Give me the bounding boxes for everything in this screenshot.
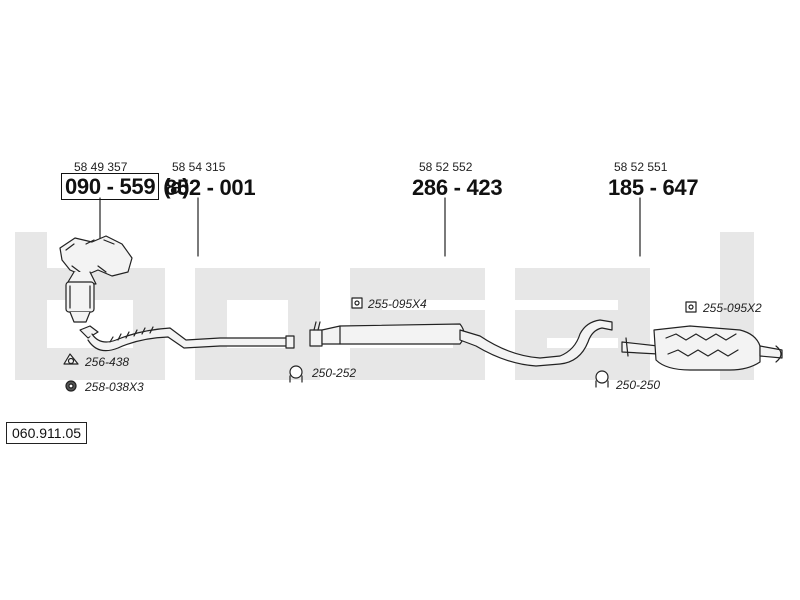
part-number-boxed: 090 - 559 xyxy=(61,173,160,200)
part-number: 090 - 559(a) xyxy=(61,173,190,200)
oem-number: 58 54 315 xyxy=(172,160,226,174)
catalog-reference: 060.911.05 xyxy=(6,422,88,444)
gasket-icon xyxy=(63,353,79,365)
accessory-label: 256-438 xyxy=(85,355,130,369)
rubber-mount-icon xyxy=(685,301,697,313)
part-suffix: (a) xyxy=(163,174,190,199)
part-number: 852 - 001 xyxy=(165,175,256,200)
nut-icon xyxy=(65,380,77,392)
accessory-label: 255-095X4 xyxy=(368,297,427,311)
manifold-catalyst-part xyxy=(59,235,133,323)
front-pipe-part xyxy=(79,325,295,352)
part-number: 185 - 647 xyxy=(608,175,699,200)
clamp-icon xyxy=(595,370,609,388)
accessory-label: 250-252 xyxy=(312,366,357,380)
center-silencer-part xyxy=(309,319,613,367)
oem-number: 58 49 357 xyxy=(74,160,128,174)
accessory-label: 255-095X2 xyxy=(703,301,762,315)
oem-number: 58 52 551 xyxy=(614,160,668,174)
accessory-label: 250-250 xyxy=(616,378,661,392)
clamp-icon xyxy=(289,365,303,383)
rubber-mount-icon xyxy=(351,297,363,309)
rear-silencer-part xyxy=(621,325,783,371)
part-number: 286 - 423 xyxy=(412,175,503,200)
accessory-label: 258-038X3 xyxy=(85,380,144,394)
oem-number: 58 52 552 xyxy=(419,160,473,174)
